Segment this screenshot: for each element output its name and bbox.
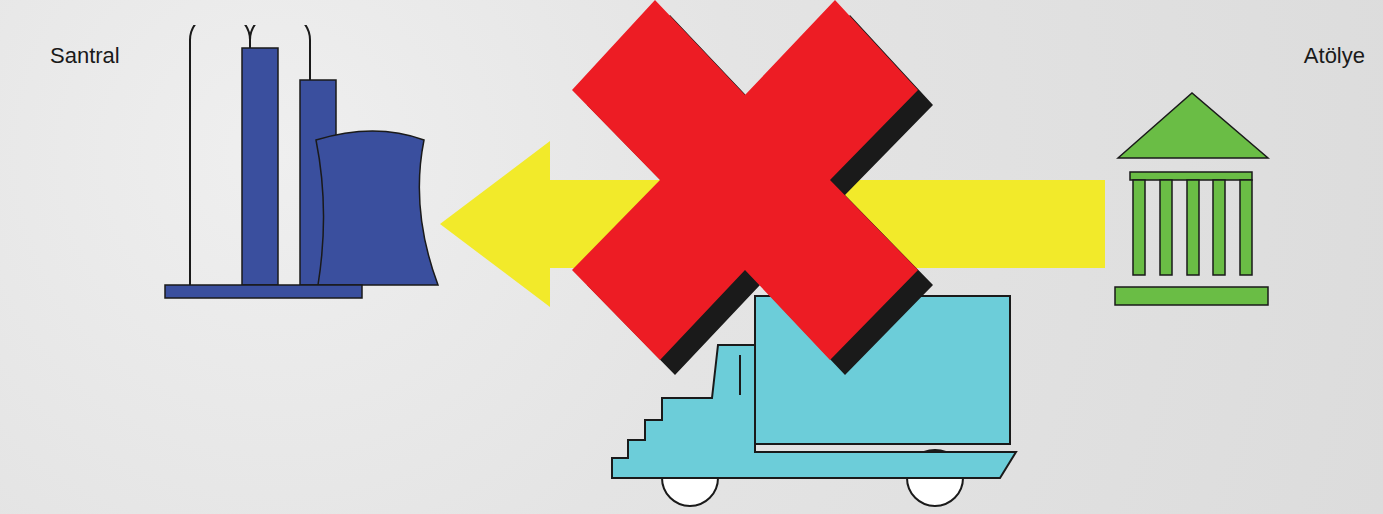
workshop-icon (1115, 93, 1268, 305)
power-plant-icon (165, 25, 438, 298)
node-label: Atölye (1304, 43, 1365, 69)
cross-mark (572, 0, 933, 375)
node-label: Santral (50, 43, 120, 69)
icon (1105, 30, 1375, 315)
power-plant-node: Santral (30, 25, 440, 305)
workshop-node: Atölye (1105, 30, 1375, 315)
